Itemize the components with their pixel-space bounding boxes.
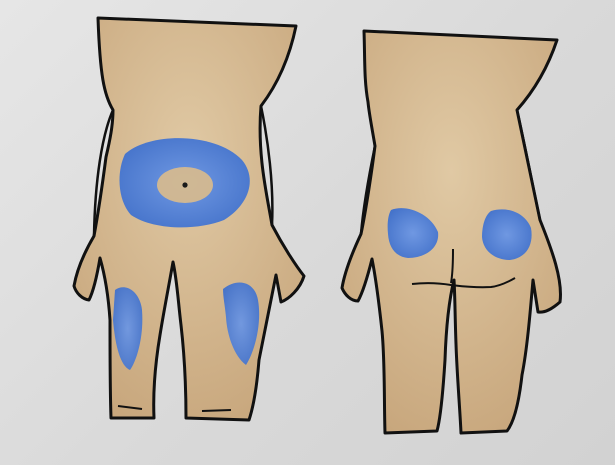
navel-mark <box>182 182 187 187</box>
front-figure <box>74 18 304 420</box>
back-figure <box>342 31 560 433</box>
front-right-knee-mark <box>202 410 231 411</box>
